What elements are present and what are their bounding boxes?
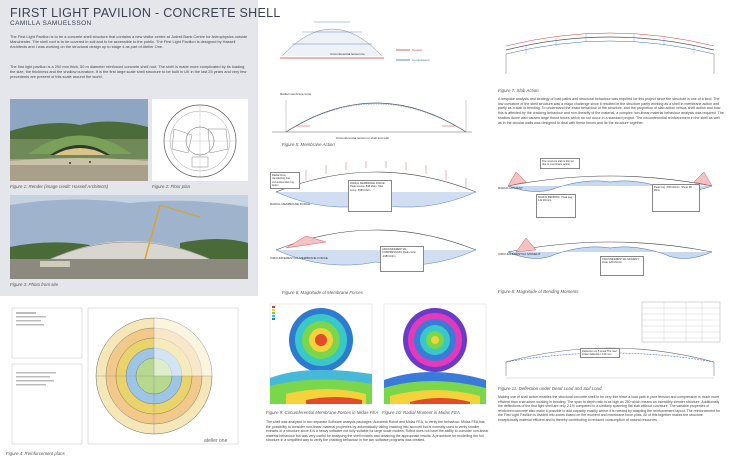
circ-moment-results: CIRCUMFERENTIAL MOMENT. Peak 120 kNm/m	[600, 256, 644, 276]
fea-circ-forces-image	[266, 300, 376, 408]
intro-paragraph-2: The first light pavilion is a 200 mm thi…	[10, 64, 247, 80]
page-title: FIRST LIGHT PAVILION - CONCRETE SHELL	[10, 6, 281, 20]
deflection-paragraph: Making use of shell action enables the s…	[498, 395, 721, 422]
figure-4-caption: Figure 4: Reinforcement plans	[6, 451, 65, 456]
fea-radial-moment-image	[380, 300, 490, 408]
tension-legend: Tension	[412, 48, 423, 52]
slab-action-diagram	[496, 4, 724, 88]
figure-7-caption: Figure 7: Slab Action	[498, 88, 539, 93]
membrane-action-diagram	[266, 4, 486, 140]
intro-paragraph-1: The First Light Pavilion is to be a conc…	[10, 34, 248, 50]
figure-10-caption: Figure 10: Radial Moment in Midas FEA	[382, 410, 460, 415]
compression-legend: Compression	[412, 58, 430, 62]
radial-force-label: Radial membrane force	[280, 92, 312, 96]
midas-paragraph: The shell was analysed in two separate S…	[266, 420, 489, 442]
floor-plan-image	[152, 99, 248, 181]
circ-forces-label: CIRCUMFERENTIAL MEMBRANE FORCE	[270, 256, 328, 260]
deflection-diagram	[496, 300, 724, 384]
circ-force-label: Circumferential tension tie	[330, 52, 365, 56]
render-image	[10, 99, 148, 181]
circ-moment-label: CIRCUMFERENTIAL MOMENT	[498, 252, 541, 256]
circ-results-box: CIRCUMFERENTIAL COMPRESSION. Peak comp -…	[380, 246, 424, 272]
slab-action-paragraph: A bespoke analysis and strategy of load …	[498, 97, 724, 125]
atelier-logo-text: atelier one	[204, 438, 228, 444]
circ-ring-label: Circumferential tension in shell and wal…	[336, 136, 389, 140]
radial-moment-label: RADIAL MOMENT	[498, 186, 523, 190]
bending-note-box: The concrete slab is thinner due to memb…	[540, 158, 580, 169]
radial-moment-results-2: Peak hog -336 kNm/m. Shear 96 kN/m	[652, 184, 700, 212]
figure-1-caption: Figure 1: Render (image credit: Hassell …	[10, 184, 109, 189]
figure-11-caption: Figure 11: Deflection under Dead Load an…	[498, 386, 602, 391]
membrane-note-box: Radial force transferring into circumfer…	[270, 172, 300, 190]
figure-2-caption: Figure 2: Floor plan	[152, 184, 191, 189]
deflection-note-box: Deflection on 5 times The real scale/ de…	[580, 348, 620, 358]
author-name: CAMILLA SAMUELSSON	[10, 20, 92, 27]
figure-9-caption: Figure 9: Circumferential Membrane Force…	[266, 410, 379, 415]
site-photo	[10, 195, 248, 279]
figure-8-caption: Figure 8: Magnitude of Bending Moments	[498, 289, 579, 294]
radial-results-box: RADIAL MEMBRANE FORCE. Peak tension 848 …	[348, 180, 392, 212]
radial-forces-label: RADIAL MEMBRANE FORCE	[270, 202, 311, 206]
figure-6-caption: Figure 6: Magnitude of Membrane Forces	[282, 290, 363, 295]
reinforcement-plans: atelier one	[4, 302, 254, 452]
figure-5-caption: Figure 5: Membrane Action	[282, 142, 335, 147]
figure-3-caption: Figure 3: Photo from site	[10, 282, 59, 287]
radial-moment-results: RADIAL BENDING. Peak sag 142 kNm/m	[536, 194, 576, 218]
